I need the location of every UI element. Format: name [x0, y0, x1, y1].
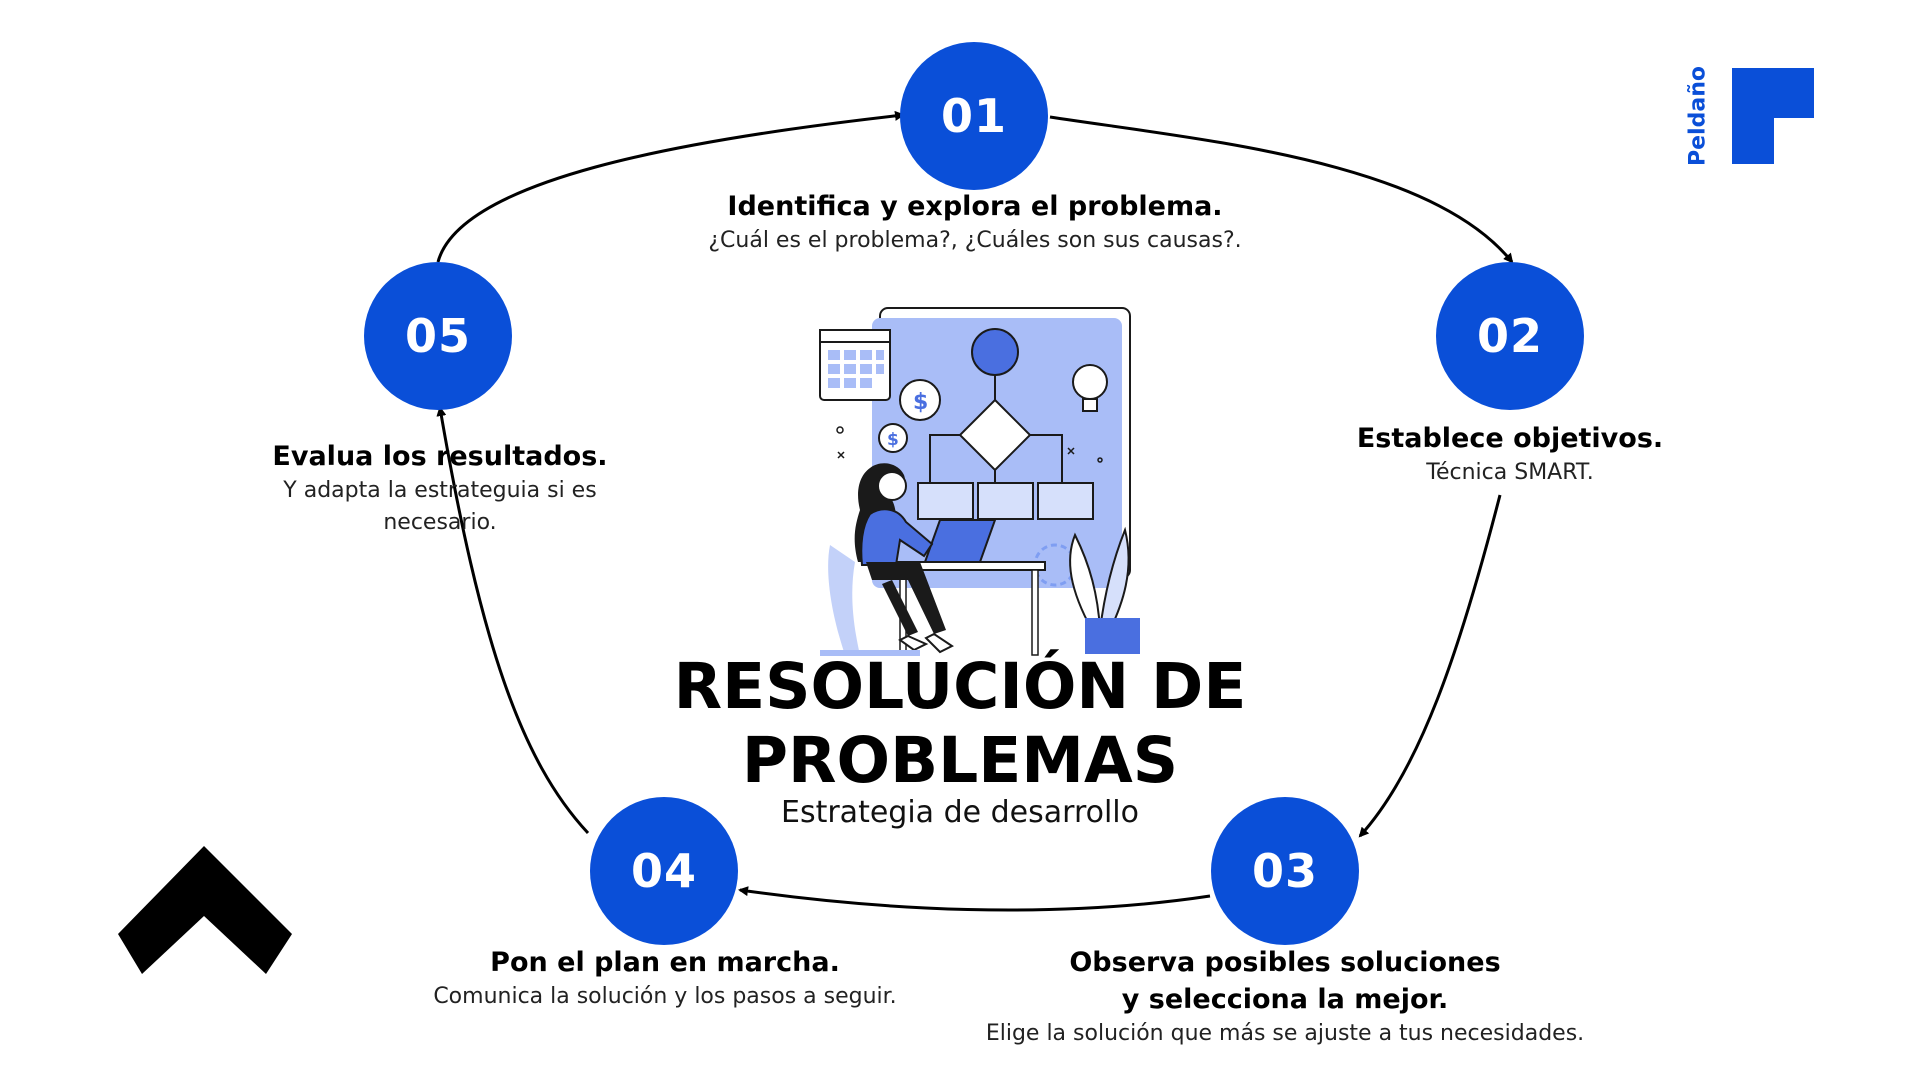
step-04-text: Pon el plan en marcha. Comunica la soluc…	[395, 944, 935, 1013]
step-01-description: ¿Cuál es el problema?, ¿Cuáles son sus c…	[708, 228, 1242, 253]
step-01-circle: 01	[900, 42, 1048, 190]
step-03-description: Elige la solución que más se ajuste a tu…	[985, 1021, 1585, 1046]
woman-laptop-flowchart-illustration: $ $	[819, 307, 1140, 656]
step-02-title: Establece objetivos.	[1356, 423, 1664, 454]
brand-name-text: Peldaño	[1685, 66, 1711, 166]
svg-text:$: $	[913, 390, 928, 415]
chevron-up-shape	[118, 846, 292, 974]
step-05-circle: 05	[364, 262, 512, 410]
step-04-circle: 04	[590, 797, 738, 945]
arrow-01-to-02	[1049, 115, 1514, 264]
step-04-title: Pon el plan en marcha.	[490, 947, 840, 978]
step-05-text: Evalua los resultados. Y adapta la estra…	[255, 438, 625, 539]
step-02-circle: 02	[1436, 262, 1584, 410]
step-05-description: Y adapta la estrateguia si es necesario.	[283, 478, 597, 535]
svg-text:$: $	[887, 430, 899, 450]
page-title: RESOLUCIÓN DE PROBLEMAS	[673, 650, 1247, 797]
step-01-text: Identifica y explora el problema. ¿Cuál …	[610, 188, 1340, 257]
step-03-text: Observa posibles soluciones y selecciona…	[950, 944, 1620, 1050]
step-01-title: Identifica y explora el problema.	[727, 191, 1223, 222]
arrow-04-to-05	[436, 406, 590, 835]
step-04-description: Comunica la solución y los pasos a segui…	[433, 984, 897, 1009]
step-02-text: Establece objetivos. Técnica SMART.	[1290, 420, 1730, 489]
step-05-title: Evalua los resultados.	[272, 441, 608, 472]
arrow-02-to-03	[1358, 494, 1502, 838]
peldano-step-logo	[1732, 68, 1814, 164]
step-03-circle: 03	[1211, 797, 1359, 945]
step-03-title: Observa posibles soluciones y selecciona…	[1069, 947, 1501, 1015]
page-subtitle: Estrategia de desarrollo	[781, 795, 1139, 830]
step-02-description: Técnica SMART.	[1426, 460, 1594, 485]
arrow-05-to-01	[436, 110, 905, 263]
arrow-03-to-04	[738, 886, 1211, 912]
